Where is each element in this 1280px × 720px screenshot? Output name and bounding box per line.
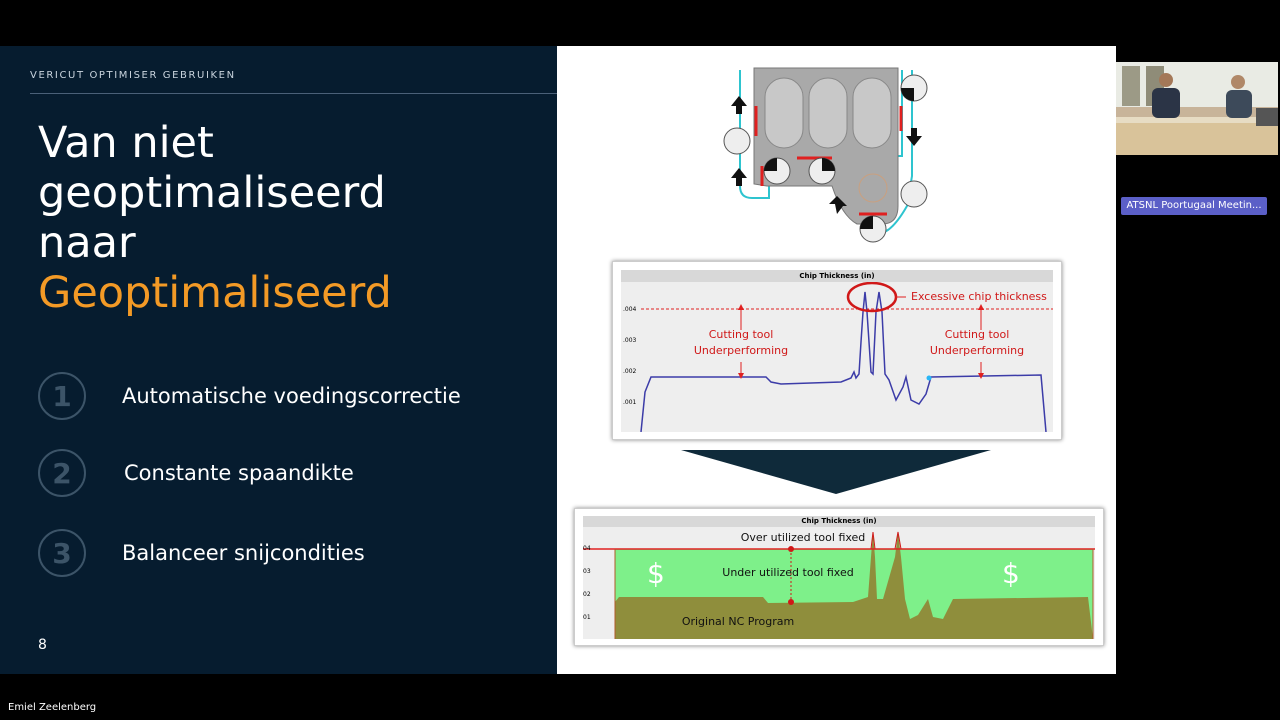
step-3: 3 Balanceer snijcondities: [38, 525, 365, 581]
annotation-right-1: Cutting tool: [944, 328, 1010, 341]
y-tick-1: .004: [623, 306, 637, 313]
divider: [30, 93, 557, 94]
title-accent: Geoptimaliseerd: [38, 268, 392, 318]
chart-bottom-title: Chip Thickness (in): [583, 516, 1095, 527]
slide-text-panel: VERICUT OPTIMISER GEBRUIKEN Van niet geo…: [0, 46, 557, 674]
chart-top-title: Chip Thickness (in): [621, 270, 1053, 282]
slide-overline: VERICUT OPTIMISER GEBRUIKEN: [30, 70, 236, 81]
step-label-1: Automatische voedingscorrectie: [122, 384, 461, 408]
presenter-name: Emiel Zeelenberg: [8, 702, 97, 713]
chart-bottom: Chip Thickness (in) 04 03 02 01 Over uti…: [574, 508, 1104, 646]
dollar-icon-right: $: [1002, 557, 1020, 590]
toolpath-illustration: [723, 67, 928, 243]
dollar-icon-left: $: [647, 557, 665, 590]
down-arrow-icon: [681, 450, 991, 494]
step-number-3-icon: 3: [38, 529, 86, 577]
y-tick-b1: 04: [583, 545, 591, 552]
step-label-2: Constante spaandikte: [124, 461, 354, 485]
slide-image-panel: Chip Thickness (in) .004 .003 .002 .: [557, 46, 1116, 674]
y-tick-2: .003: [623, 337, 637, 344]
step-label-3: Balanceer snijcondities: [122, 541, 365, 565]
title-line-3: naar: [38, 218, 136, 268]
slide-title: Van niet geoptimaliseerd naar Geoptimali…: [38, 118, 392, 318]
y-tick-4: .001: [623, 399, 637, 406]
chart-top-plot: .004 .003 .002 .001 Excessive chip thick…: [621, 282, 1053, 432]
annotation-original: Original NC Program: [681, 615, 795, 628]
y-tick-b4: 01: [583, 614, 591, 621]
chart-top: Chip Thickness (in) .004 .003 .002 .: [612, 261, 1062, 440]
step-2: 2 Constante spaandikte: [38, 445, 354, 501]
title-line-2: geoptimaliseerd: [38, 168, 386, 218]
participant-video-tile[interactable]: [1116, 62, 1278, 155]
annotation-right-2: Underperforming: [929, 344, 1025, 357]
video-feed-image: [1116, 62, 1278, 155]
step-number-1-icon: 1: [38, 372, 86, 420]
chart-bottom-plot: 04 03 02 01 Over utilized tool fixed Und…: [583, 527, 1095, 639]
annotation-excessive: Excessive chip thickness: [911, 290, 1047, 303]
y-tick-b3: 02: [583, 591, 591, 598]
annotation-left-1: Cutting tool: [708, 328, 774, 341]
annotation-over: Over utilized tool fixed: [740, 531, 866, 544]
step-number-2-icon: 2: [38, 449, 86, 497]
y-tick-b2: 03: [583, 568, 591, 575]
page-number: 8: [38, 637, 47, 653]
step-1: 1 Automatische voedingscorrectie: [38, 368, 461, 424]
meeting-title-badge[interactable]: ATSNL Poortugaal Meetin...: [1121, 197, 1267, 215]
annotation-under: Under utilized tool fixed: [722, 566, 854, 579]
annotation-left-2: Underperforming: [693, 344, 789, 357]
title-line-1: Van niet: [38, 118, 214, 168]
y-tick-3: .002: [623, 368, 637, 375]
